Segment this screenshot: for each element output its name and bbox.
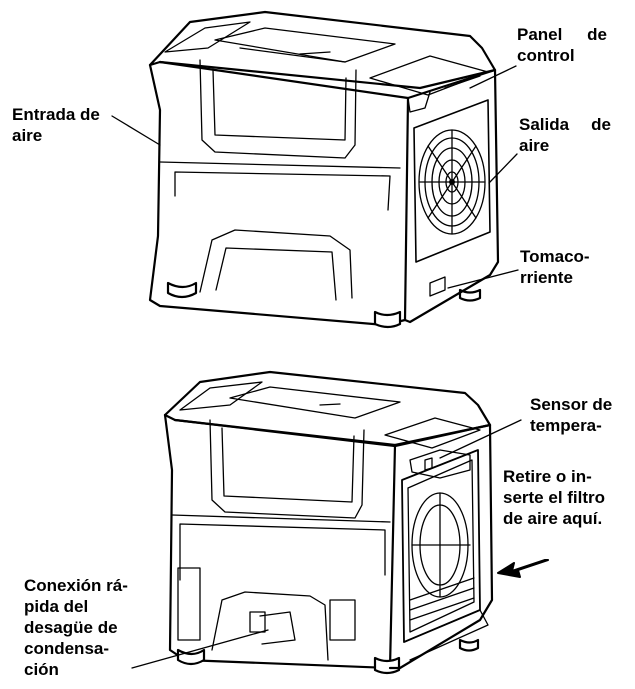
callout-lines (111, 65, 522, 669)
label-line: control (517, 46, 575, 65)
label-line: serte el filtro (503, 488, 606, 507)
label-line: Sensor de (530, 395, 613, 414)
label-entrada-aire: Entrada de aire (12, 104, 100, 146)
pointer-entrada-aire (111, 115, 161, 146)
label-line: ción (24, 660, 59, 679)
label-line: Panel de (517, 25, 607, 44)
label-desague-condensacion: Conexión rá- pida del desagüe de condens… (24, 575, 128, 680)
pointer-desague (131, 629, 269, 669)
pointer-panel-control (469, 65, 517, 89)
label-filtro-aire: Retire o in- serte el filtro de aire aqu… (503, 466, 605, 529)
label-tomacorriente: Tomaco- rriente (520, 246, 590, 288)
label-line: tempera- (530, 416, 602, 435)
label-line: condensa- (24, 639, 110, 658)
label-line: Salida de (519, 115, 611, 134)
filter-arrow-icon (497, 559, 549, 578)
label-line: Conexión rá- (24, 576, 128, 595)
pointer-sensor-temp (439, 419, 522, 459)
pointer-salida-aire (488, 153, 518, 184)
dehumidifier-rear-view (163, 370, 494, 675)
label-panel-control: Panel de control (517, 24, 607, 66)
label-line: Entrada de (12, 105, 100, 124)
label-line: pida del (24, 597, 89, 616)
label-line: aire (519, 136, 550, 155)
label-line: aire (12, 126, 43, 145)
label-line: rriente (520, 268, 573, 287)
label-sensor-temperatura: Sensor de tempera- (530, 394, 612, 436)
pointer-tomacorriente (447, 269, 519, 289)
label-salida-aire: Salida de aire (519, 114, 611, 156)
dehumidifier-front-view (148, 10, 500, 329)
label-line: Tomaco- (520, 247, 590, 266)
label-line: Retire o in- (503, 467, 592, 486)
label-line: de aire aquí. (503, 509, 603, 528)
label-line: desagüe de (24, 618, 118, 637)
